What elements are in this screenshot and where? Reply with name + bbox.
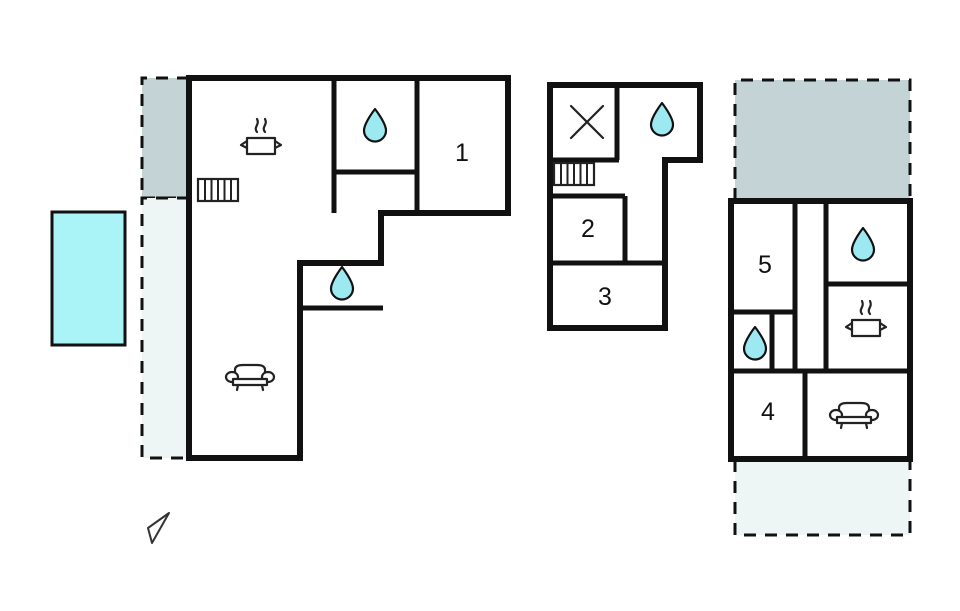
left-building-inner-walls xyxy=(297,80,420,311)
left-building-rooms xyxy=(189,78,508,458)
right-building-inner-walls xyxy=(733,203,910,457)
middle-building-outline xyxy=(547,82,703,331)
terrace-lower-right xyxy=(733,460,912,537)
room-number-2: 2 xyxy=(581,215,595,243)
room-number-5: 5 xyxy=(758,251,772,279)
room-number-3: 3 xyxy=(598,283,612,311)
middle-building-inner-walls xyxy=(550,87,665,266)
room-number-1: 1 xyxy=(455,139,469,167)
right-room-5: 5 xyxy=(758,251,772,279)
room-number-4: 4 xyxy=(761,398,775,426)
terrace-lower-left xyxy=(140,196,189,460)
middle-room-3: 3 xyxy=(598,283,612,311)
swimming-pool xyxy=(50,210,127,347)
radiator-icon xyxy=(552,161,596,187)
right-room-4: 4 xyxy=(761,398,775,426)
north-arrow xyxy=(147,512,170,544)
right-building-outline xyxy=(728,198,913,462)
left-room-1: 1 xyxy=(455,139,469,167)
water-drop-icon xyxy=(329,265,355,301)
middle-room-2: 2 xyxy=(581,215,595,243)
terrace-upper-left xyxy=(140,76,189,200)
radiator-icon xyxy=(196,177,240,203)
terrace-upper-right xyxy=(733,78,912,200)
left-building-outline xyxy=(186,75,511,461)
